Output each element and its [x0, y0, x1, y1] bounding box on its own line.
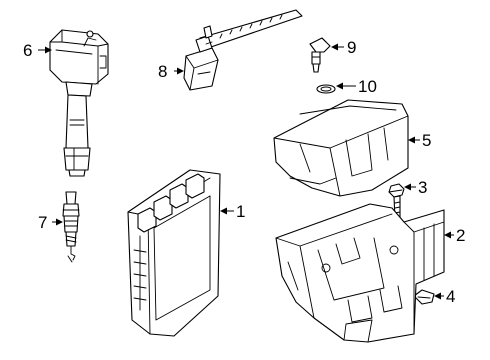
crankshaft-sensor — [183, 9, 303, 91]
ecu — [127, 169, 221, 337]
callout-1: 1 — [236, 202, 245, 221]
callout-9: 9 — [347, 38, 356, 57]
callout-6: 6 — [23, 41, 32, 60]
callout-8: 8 — [158, 62, 167, 81]
ignition-coil — [49, 29, 109, 177]
callout-2: 2 — [456, 226, 465, 245]
clip-nut — [413, 289, 435, 305]
callout-4: 4 — [446, 287, 455, 306]
callout-5: 5 — [422, 131, 431, 150]
spark-plug — [62, 191, 80, 263]
ecu-cover — [273, 99, 409, 197]
callout-3: 3 — [418, 178, 427, 197]
callout-leaders — [38, 43, 454, 300]
o-ring — [316, 84, 336, 94]
callout-10: 10 — [358, 77, 377, 96]
mounting-bracket — [275, 203, 445, 343]
camshaft-sensor — [309, 37, 331, 73]
callout-7: 7 — [38, 213, 47, 232]
